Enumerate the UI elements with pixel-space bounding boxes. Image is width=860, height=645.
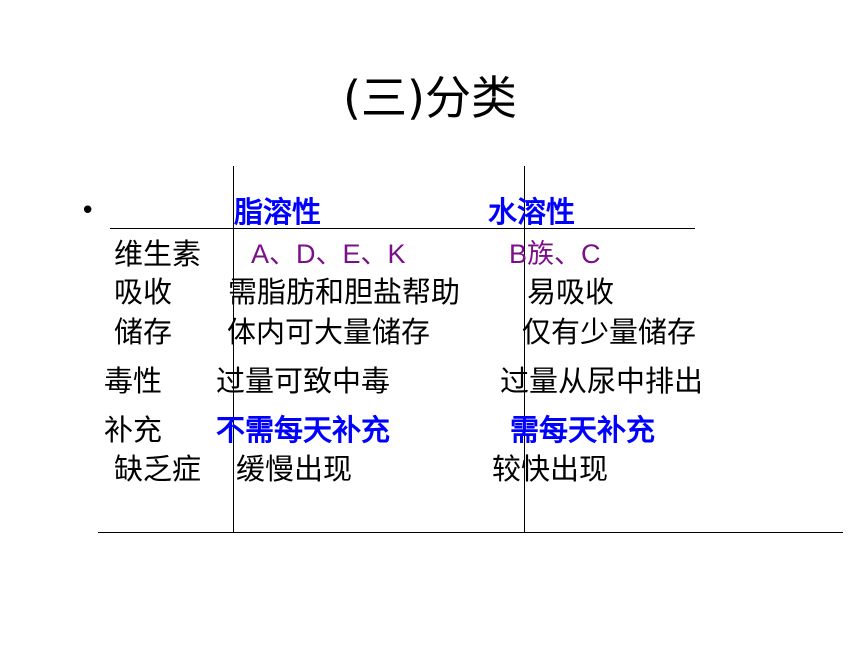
row-label-deficiency: 缺乏症 bbox=[114, 452, 202, 486]
table-divider-vertical-left bbox=[233, 166, 234, 532]
row-storage-water: 仅有少量储存 bbox=[522, 315, 697, 349]
row-label-toxicity: 毒性 bbox=[104, 364, 163, 398]
row-toxicity-water: 过量从尿中排出 bbox=[500, 364, 704, 398]
table-divider-vertical-right bbox=[524, 166, 525, 532]
row-deficiency-water: 较快出现 bbox=[492, 452, 609, 486]
row-vitamin-fat: A、D、E、K bbox=[251, 239, 406, 269]
table-divider-bottom bbox=[98, 532, 843, 533]
row-deficiency-fat: 缓慢出现 bbox=[236, 452, 353, 486]
row-absorption-water: 易吸收 bbox=[527, 275, 615, 309]
header-water-soluble: 水溶性 bbox=[488, 195, 576, 229]
row-label-vitamin: 维生素 bbox=[114, 237, 202, 271]
row-label-supplement: 补充 bbox=[104, 413, 163, 447]
header-fat-soluble: 脂溶性 bbox=[234, 195, 322, 229]
row-supplement-fat: 不需每天补充 bbox=[216, 413, 391, 447]
row-label-absorption: 吸收 bbox=[114, 275, 173, 309]
slide-title: (三)分类 bbox=[343, 71, 517, 125]
row-toxicity-fat: 过量可致中毒 bbox=[216, 364, 391, 398]
row-label-storage: 储存 bbox=[114, 315, 173, 349]
table-divider-header bbox=[110, 228, 695, 229]
row-supplement-water: 需每天补充 bbox=[510, 413, 656, 447]
bullet-point: • bbox=[80, 196, 96, 226]
row-vitamin-water: B族、C bbox=[509, 239, 601, 269]
row-storage-fat: 体内可大量储存 bbox=[227, 315, 431, 349]
row-absorption-fat: 需脂肪和胆盐帮助 bbox=[228, 275, 461, 309]
